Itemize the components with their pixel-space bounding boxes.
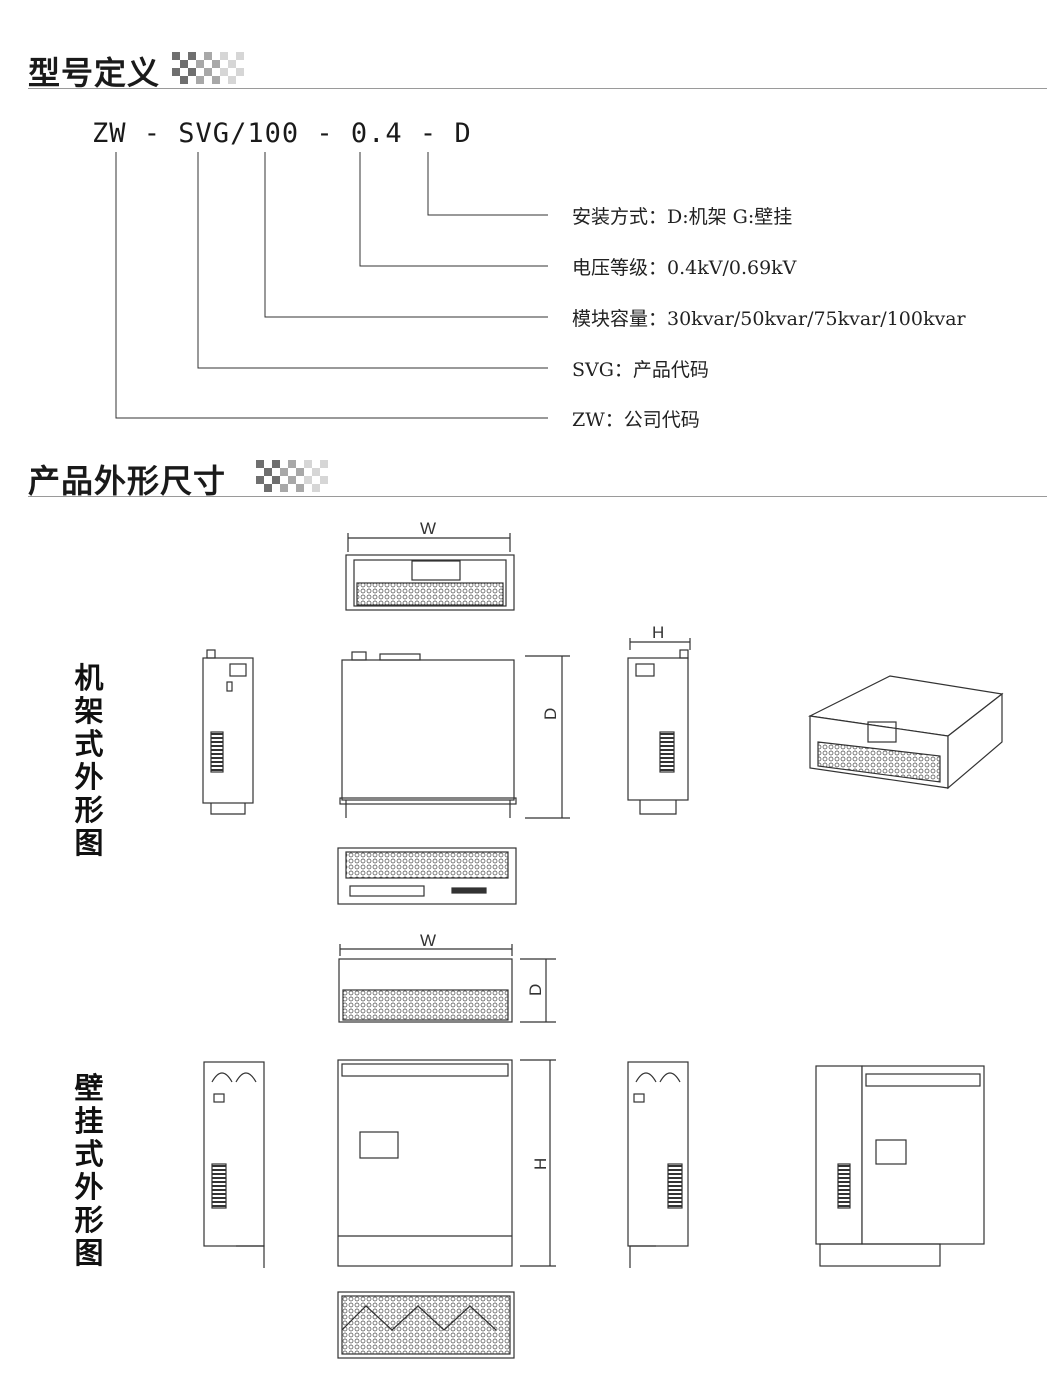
model-separator: -	[402, 118, 455, 149]
wall-dim-depth: D	[526, 984, 545, 996]
model-code: ZW - SVG/100 - 0.4 - D	[92, 118, 472, 149]
rack-left-view	[202, 649, 254, 815]
section-rule	[28, 88, 1047, 89]
rack-dim-depth: D	[541, 708, 560, 720]
wall-top-view	[338, 944, 556, 1023]
legend-voltage: 电压等级：0.4kV/0.69kV	[572, 257, 797, 279]
wall-dim-width: W	[420, 931, 436, 950]
section-decor-checker	[256, 460, 328, 492]
wall-bottom-view	[337, 1291, 515, 1359]
rack-top-view	[339, 651, 570, 819]
model-part-voltage: 0.4	[350, 118, 403, 149]
rack-dim-height: H	[652, 623, 664, 642]
model-separator: -	[299, 118, 351, 149]
rack-dim-width-top: W	[420, 519, 436, 538]
wall-drawings-label: 壁挂式外形图	[74, 1071, 104, 1270]
wall-dim-height: H	[531, 1158, 550, 1170]
model-leader-lines	[115, 152, 548, 419]
rack-drawings-label: 机架式外形图	[74, 661, 104, 860]
model-part-product: SVG/100	[178, 118, 300, 149]
wall-left-view	[203, 1061, 265, 1268]
legend-company: ZW：公司代码	[572, 409, 700, 431]
model-part-company: ZW	[92, 118, 127, 149]
legend-product: SVG：产品代码	[572, 359, 709, 381]
section-rule	[28, 496, 1047, 497]
model-part-mount: D	[454, 118, 472, 149]
wall-front-view	[337, 1059, 556, 1267]
wall-right-view	[627, 1061, 689, 1268]
rack-rear-view	[337, 847, 517, 905]
section-title-dimensions: 产品外形尺寸	[28, 462, 227, 500]
legend-mount: 安装方式：D:机架 G:壁挂	[572, 206, 793, 228]
section-decor-checker	[172, 52, 244, 84]
wall-isometric-view	[815, 1065, 985, 1267]
section-title-model: 型号定义	[28, 54, 161, 92]
model-separator: -	[126, 118, 179, 149]
rack-front-view	[345, 533, 515, 611]
legend-capacity: 模块容量：30kvar/50kvar/75kvar/100kvar	[572, 308, 966, 330]
rack-right-view	[627, 638, 691, 815]
rack-isometric-view	[808, 675, 1004, 790]
